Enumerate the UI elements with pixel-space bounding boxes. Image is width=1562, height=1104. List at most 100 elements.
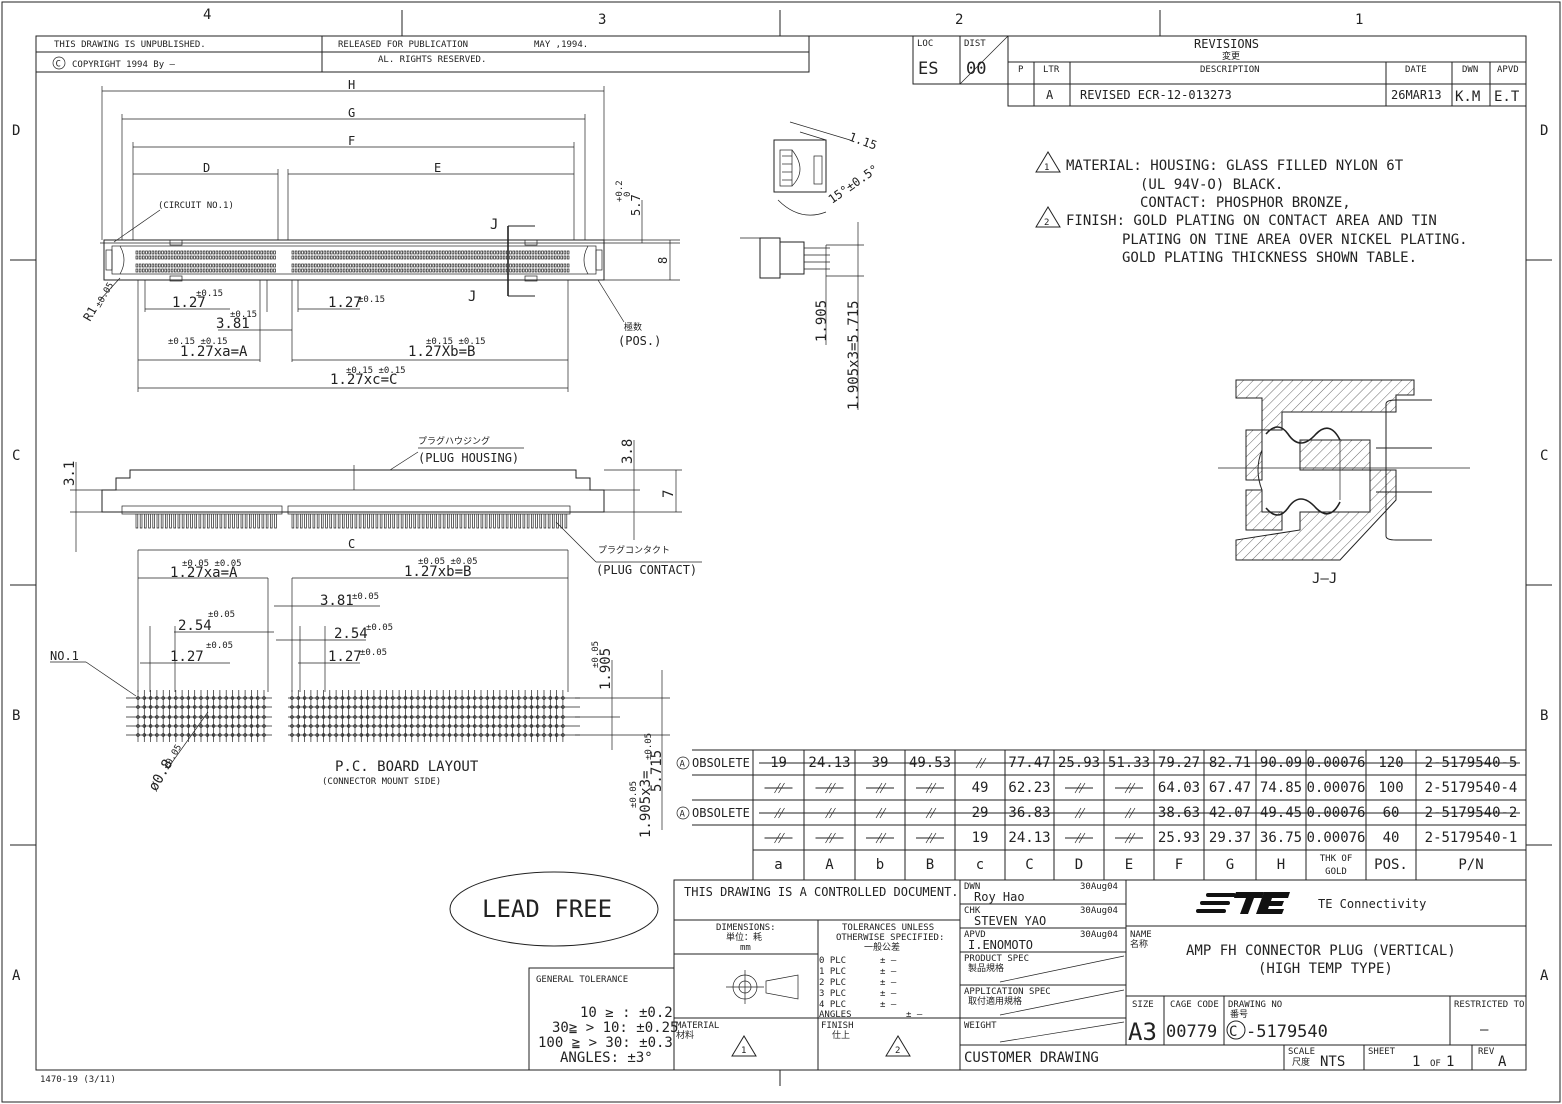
- revisions-title-jp: 変更: [1222, 50, 1240, 62]
- pcb-127-right: 1.27: [328, 649, 362, 665]
- apvd-label: APVD: [964, 930, 986, 940]
- plc-4: 4 PLC: [819, 1000, 846, 1010]
- zone-row-b-right: B: [1540, 708, 1548, 724]
- table-cell: 62.23: [1008, 780, 1050, 796]
- plc-0: 0 PLC: [819, 956, 846, 966]
- finish-note: 2: [895, 1046, 900, 1056]
- table-cell: 24.13: [1008, 830, 1050, 846]
- radius-tol: ±0.05: [94, 281, 116, 309]
- dwn-name: Roy Hao: [974, 890, 1025, 904]
- controlled-doc: THIS DRAWING IS A CONTROLLED DOCUMENT.: [684, 885, 959, 899]
- rev-desc: REVISED ECR-12-013273: [1080, 88, 1232, 102]
- pcb-127-tol: ±0.05: [206, 641, 233, 651]
- dimensions-jp: 単位：耗: [726, 931, 762, 943]
- dim-h: H: [348, 78, 355, 92]
- lead-free-mark: LEAD FREE: [449, 871, 659, 947]
- pos-label: (POS.): [618, 334, 661, 348]
- top-view: H G F D E 8 +0.2 0 5.7: [80, 78, 680, 392]
- pcb-no-1: NO.1: [50, 649, 79, 663]
- dim-tol-0: 0: [623, 192, 633, 197]
- finish-jp: 仕上: [832, 1029, 850, 1041]
- dim-c-front: C: [348, 537, 355, 551]
- zone-col-4: 4: [203, 7, 211, 23]
- tol-header-2: OTHERWISE SPECIFIED:: [836, 933, 944, 943]
- pcb-a-tol: ±0.05 ±0.05: [182, 559, 242, 569]
- note-2-triangle-icon: [1035, 206, 1061, 228]
- revision-marker-icon: [676, 806, 690, 820]
- section-j-j: J–J: [1218, 379, 1470, 587]
- plc-2-val: ± –: [880, 978, 897, 988]
- pcb-title: P.C. BOARD LAYOUT: [335, 759, 479, 775]
- part-name-1: AMP FH CONNECTOR PLUG (VERTICAL): [1186, 943, 1456, 959]
- section-mark-j-bottom: J: [468, 289, 476, 305]
- obsolete-label: OBSOLETE: [692, 756, 750, 770]
- table-cell: 2-5179540-1: [1425, 830, 1518, 846]
- application-spec-label: APPLICATION SPEC: [964, 987, 1051, 997]
- apvd-date: 30Aug04: [1080, 930, 1118, 940]
- pitch-127: 1.27: [172, 295, 206, 311]
- revision-marker-icon: [676, 756, 690, 770]
- rev-col-p: P: [1018, 65, 1024, 75]
- dim-8: 8: [656, 257, 670, 264]
- table-header: H: [1277, 857, 1285, 873]
- dwn-label: DWN: [964, 882, 980, 892]
- rev-col-desc: DESCRIPTION: [1200, 65, 1260, 75]
- revisions-title: REVISIONS: [1194, 37, 1259, 51]
- customer-drawing: CUSTOMER DRAWING: [964, 1050, 1099, 1066]
- material-note-triangle-icon: [731, 1035, 757, 1057]
- pitch-127-right-tol: ±0.15: [358, 295, 385, 305]
- revisions-table: REVISIONS 変更 P LTR DESCRIPTION DATE DWN …: [1007, 35, 1527, 107]
- scale-value: NTS: [1320, 1054, 1345, 1070]
- dim-57: 5.7: [629, 194, 643, 216]
- product-spec-label: PRODUCT SPEC: [964, 954, 1029, 964]
- table-header: D: [1075, 857, 1083, 873]
- apvd-name: I.ENOMOTO: [968, 938, 1033, 952]
- dim-g: G: [348, 106, 355, 120]
- plc-1: 1 PLC: [819, 967, 846, 977]
- housing-label: (PLUG HOUSING): [418, 451, 519, 465]
- table-header: E: [1125, 857, 1133, 873]
- contact-label-jp: プラグコンタクト: [598, 544, 670, 556]
- dimensions-label: DIMENSIONS:: [716, 923, 776, 933]
- cage-code: 00779: [1166, 1022, 1217, 1042]
- table-cell: 2-5179540-4: [1425, 780, 1518, 796]
- dim-38: 3.8: [620, 439, 636, 464]
- plc-3: 3 PLC: [819, 989, 846, 999]
- restricted-label: RESTRICTED TO: [1454, 1000, 1524, 1010]
- table-cell: 29.37: [1209, 830, 1251, 846]
- rev-dwn: K.M: [1455, 89, 1480, 105]
- name-label: NAME: [1130, 930, 1152, 940]
- table-cell: 100: [1378, 780, 1403, 796]
- loc-value: ES: [918, 59, 938, 79]
- table-cell: 36.75: [1260, 830, 1302, 846]
- table-header: a: [774, 857, 782, 873]
- dim-e: E: [434, 161, 441, 175]
- revision-marker-letter: A: [680, 760, 686, 770]
- application-spec-jp: 取付適用規格: [968, 995, 1022, 1007]
- revision-marker-letter: A: [680, 810, 686, 820]
- scale-label: SCALE: [1288, 1047, 1315, 1057]
- dim-115: 1.15: [847, 130, 879, 153]
- dim-b-tol: ±0.15 ±0.15: [426, 337, 486, 347]
- pcb-127: 1.27: [170, 649, 204, 665]
- general-tolerance: GENERAL TOLERANCE 10 ≥ : ±0.2 30≧ > 10: …: [528, 967, 678, 1071]
- table-cell: 64.03: [1158, 780, 1200, 796]
- plc-1-val: ± –: [880, 967, 897, 977]
- pcb-gap-381-tol: ±0.05: [352, 592, 379, 602]
- radius-label: R1: [80, 304, 99, 324]
- pcb-gap-381: 3.81: [320, 593, 354, 609]
- zone-row-c-right: C: [1540, 448, 1548, 464]
- pcb-127-right-tol: ±0.05: [360, 648, 387, 658]
- table-header: C: [1025, 857, 1033, 873]
- pcb-254-right-tol: ±0.05: [366, 623, 393, 633]
- note-2-number: 2: [1044, 218, 1049, 228]
- table-header: POS.: [1374, 857, 1408, 873]
- table-header: P/N: [1458, 857, 1483, 873]
- note-1-line-1: MATERIAL: HOUSING: GLASS FILLED NYLON 6T: [1066, 158, 1404, 174]
- table-header: F: [1175, 857, 1183, 873]
- plc-2: 2 PLC: [819, 978, 846, 988]
- table-cell: 40: [1383, 830, 1400, 846]
- note-1-line-2: (UL 94V-O) BLACK.: [1140, 177, 1283, 193]
- material-label: MATERIAL: [676, 1021, 719, 1031]
